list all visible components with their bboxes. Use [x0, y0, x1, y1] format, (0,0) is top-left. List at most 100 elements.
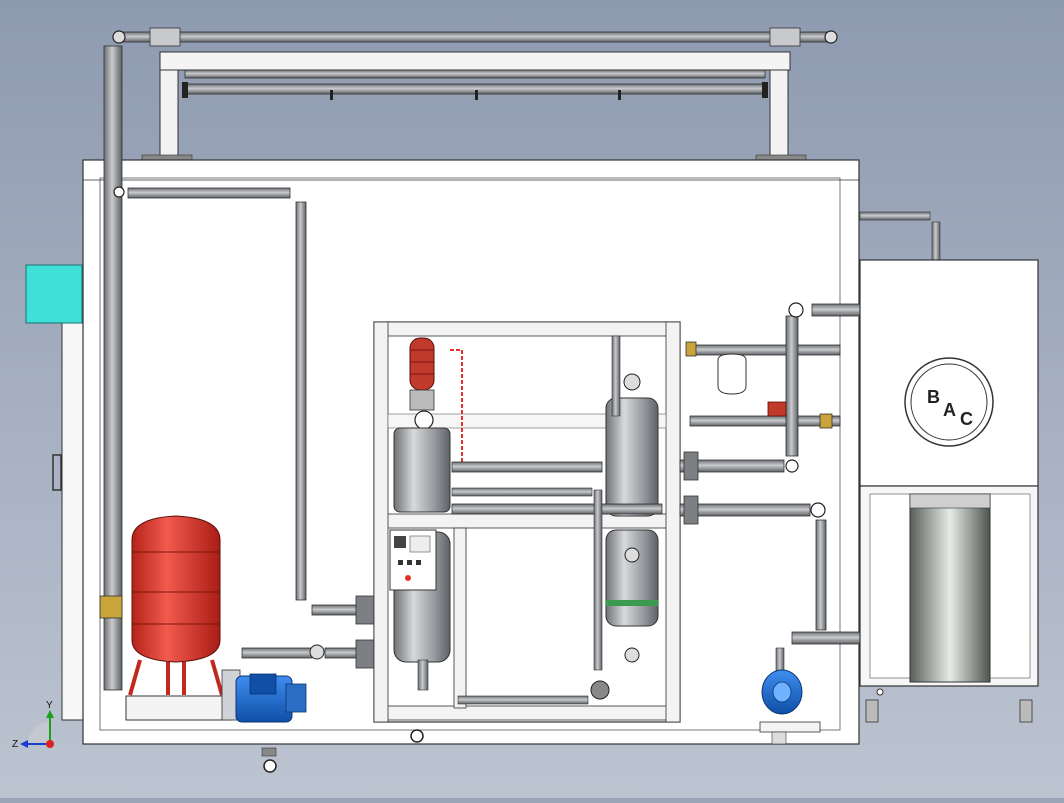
brass-ball-valve[interactable]	[99, 595, 123, 619]
spray-end-right	[762, 82, 768, 98]
pressure-gauge	[414, 410, 434, 430]
pump-drain-stub	[771, 731, 787, 745]
tower-drain-plug	[876, 688, 884, 696]
tower-return-riser	[815, 519, 827, 631]
skid-bypass-pipe	[451, 487, 593, 497]
outlet-flange-1	[683, 451, 699, 481]
tank-legs	[128, 659, 224, 696]
pump-check-valve[interactable]	[309, 644, 325, 660]
treatment-skid	[373, 321, 681, 723]
top-header-pipe	[119, 31, 831, 43]
skid-drain-header	[457, 695, 589, 705]
recirc-pump-base	[759, 721, 821, 733]
carbon-filter-vessel	[605, 397, 659, 517]
dosing-pump[interactable]	[590, 680, 610, 700]
skid-bottom-beam	[373, 705, 681, 721]
skid-right-post	[665, 321, 681, 723]
skid-left-post	[373, 321, 389, 723]
spray-frame-left-leg	[159, 69, 179, 159]
floor-drain-fitting	[263, 759, 277, 773]
tower-foot-left	[865, 699, 879, 723]
skid-vertical-line	[593, 489, 603, 671]
tower-access-panel-right	[989, 493, 1031, 679]
skid-outlet-pipe-2	[679, 503, 811, 517]
header-right-clamp	[769, 27, 801, 47]
separator-gauge	[624, 547, 640, 563]
controller-label	[409, 535, 431, 553]
header-left-clamp	[149, 27, 181, 47]
tower-foot-right	[1019, 699, 1033, 723]
electrical-control-box[interactable]	[25, 264, 83, 324]
skid-outlet-pipe-1	[679, 459, 785, 473]
cooling-tower: B A C	[859, 211, 1039, 723]
spray-frame-right-leg	[769, 69, 789, 159]
nozzle-2	[475, 90, 478, 100]
left-leg-foot	[141, 154, 193, 161]
separator-band	[606, 600, 658, 606]
floor-drain-stub	[261, 747, 277, 757]
spray-end-left	[182, 82, 188, 98]
return-flange	[355, 595, 375, 625]
logo-letter-a: A	[943, 400, 956, 420]
vent-valve[interactable]	[623, 373, 641, 391]
filter-head	[409, 389, 435, 411]
skid-return-pipe	[311, 604, 363, 616]
outlet-elbow-2	[810, 502, 826, 518]
spray-frame-top	[159, 51, 791, 71]
pump-fan-cover	[285, 683, 307, 713]
skid-riser	[611, 335, 621, 417]
inlet-flange	[355, 639, 375, 669]
button-1[interactable]	[398, 560, 403, 565]
separator-vessel	[605, 529, 659, 627]
makeup-pipe	[689, 344, 841, 356]
skid-upper-rail	[387, 413, 667, 429]
button-3[interactable]	[416, 560, 421, 565]
softener-drain	[417, 659, 429, 691]
tower-fill-media	[909, 493, 991, 683]
recirc-pump-eye	[772, 681, 792, 703]
skid-drain-fitting	[410, 729, 424, 743]
sample-valve[interactable]	[624, 647, 640, 663]
tower-access-panel-left	[869, 493, 911, 679]
alarm-light	[405, 575, 411, 581]
mid-vertical-pipe	[295, 201, 307, 601]
z-axis-label: Z	[12, 739, 18, 750]
y-axis-head	[46, 710, 54, 718]
circulation-pump[interactable]	[221, 669, 307, 723]
y-axis-label: Y	[46, 700, 53, 711]
tank-base-plinth	[125, 695, 233, 721]
tower-riser	[785, 315, 799, 457]
tower-inlet-pipe	[811, 303, 863, 317]
pump-discharge-pipe	[241, 647, 313, 659]
outlet-elbow-1	[785, 459, 799, 473]
skid-header-lower	[451, 503, 663, 515]
skid-inner-post	[453, 527, 467, 709]
skid-header-upper	[451, 461, 603, 473]
expansion-tank-body	[131, 515, 221, 663]
heater-coil	[409, 337, 435, 391]
recirc-pump[interactable]	[759, 647, 821, 733]
header-left-cap	[112, 30, 126, 44]
header-right-cap	[824, 30, 838, 44]
small-expansion-vessel	[717, 353, 747, 395]
button-2[interactable]	[407, 560, 412, 565]
brass-fitting	[819, 413, 833, 429]
nozzle-3	[618, 90, 621, 100]
top-distribution-pipe	[127, 187, 291, 199]
nozzle-1	[330, 90, 333, 100]
bleed-pipe	[689, 415, 841, 427]
tower-top-riser	[931, 221, 941, 263]
top-header-assembly	[112, 27, 838, 161]
solenoid-valve[interactable]	[767, 401, 787, 417]
z-axis-head	[20, 740, 28, 748]
controller-display	[394, 536, 406, 548]
skid-top-beam	[373, 321, 681, 337]
tower-logo-inner-ring	[910, 363, 988, 441]
tower-outlet-pipe	[791, 631, 861, 645]
sand-filter-vessel	[393, 427, 451, 513]
riser-elbow	[113, 186, 125, 198]
makeup-valve[interactable]	[685, 341, 697, 357]
outlet-flange-2	[683, 495, 699, 525]
